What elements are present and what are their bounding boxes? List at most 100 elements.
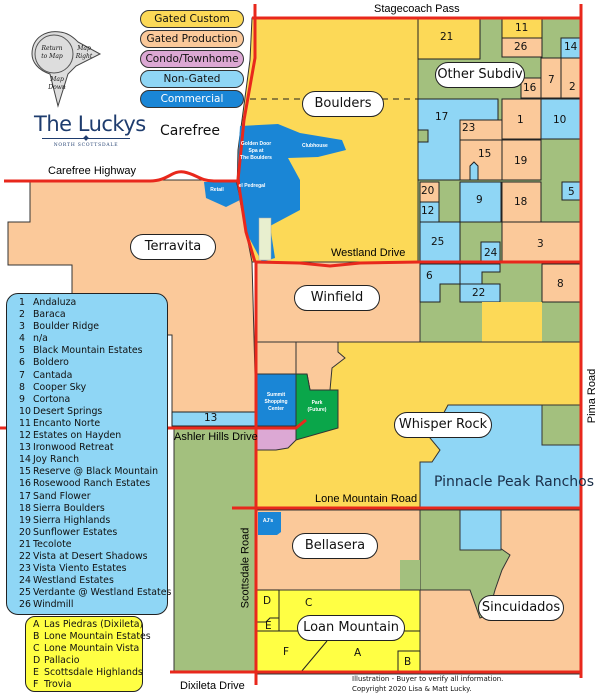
community-bellasera[interactable]: Bellasera xyxy=(292,533,378,559)
legend-gated-custom[interactable]: Gated Custom xyxy=(140,10,244,28)
parcel-12[interactable]: 12 xyxy=(421,205,435,217)
parcel-19-shape[interactable] xyxy=(501,139,542,181)
parcel-F[interactable]: F xyxy=(283,646,290,658)
zone-condo[interactable] xyxy=(255,427,297,451)
parcel-21[interactable]: 21 xyxy=(440,31,454,43)
community-winfield[interactable]: Winfield xyxy=(294,285,380,311)
parcel-6[interactable]: 6 xyxy=(426,270,433,282)
legend-non-gated[interactable]: Non-Gated xyxy=(140,70,244,88)
community-whisper-rock[interactable]: Whisper Rock xyxy=(394,412,492,438)
parcel-C[interactable]: C xyxy=(305,597,313,609)
parcel-15-shape[interactable] xyxy=(459,139,503,181)
parcel-26[interactable]: 26 xyxy=(514,41,528,53)
parcel-14[interactable]: 14 xyxy=(564,41,578,53)
parcel-15[interactable]: 15 xyxy=(478,148,492,160)
parcel-2[interactable]: 2 xyxy=(569,81,576,93)
parcel-9-shape[interactable] xyxy=(459,181,502,223)
label-clubhouse: Clubhouse xyxy=(302,143,328,149)
nav-return-to-map[interactable]: Return to Map xyxy=(37,45,67,61)
community-boulders[interactable]: Boulders xyxy=(302,91,384,117)
parcel-5[interactable]: 5 xyxy=(568,186,575,198)
parcel-19[interactable]: 19 xyxy=(514,155,528,167)
list-item-name: Las Piedras (Dixileta) xyxy=(44,619,144,630)
nav-map-down[interactable]: Map Down xyxy=(45,76,69,92)
zone-summit-commercial[interactable] xyxy=(255,373,297,427)
parcel-18[interactable]: 18 xyxy=(514,196,528,208)
community-terravita[interactable]: Terravita xyxy=(130,234,216,260)
parcel-22-shape[interactable] xyxy=(459,283,501,303)
parcel-16-shape[interactable] xyxy=(520,77,542,99)
parcel-1-shape[interactable] xyxy=(501,98,542,140)
parcel-7[interactable]: 7 xyxy=(548,74,555,86)
parcel-E[interactable]: E xyxy=(265,620,272,632)
parcel-13[interactable]: 13 xyxy=(204,412,218,424)
parcel-18-shape[interactable] xyxy=(501,181,542,223)
legend-commercial[interactable]: Commercial xyxy=(140,90,244,108)
parcel-A[interactable]: A xyxy=(354,647,362,659)
parcel-D[interactable]: D xyxy=(263,595,272,607)
zone-aj-commercial[interactable] xyxy=(258,512,281,535)
nav-map-right-1: Map xyxy=(77,45,91,52)
parcel-17[interactable]: 17 xyxy=(435,111,449,123)
parcel-8-shape[interactable] xyxy=(541,263,581,303)
parcel-25[interactable]: 25 xyxy=(431,236,445,248)
legend-gated-production[interactable]: Gated Production xyxy=(140,30,244,48)
parcel-8[interactable]: 8 xyxy=(557,278,564,290)
list-item-name: Baraca xyxy=(33,309,66,321)
community-other-subdiv[interactable]: Other Subdiv xyxy=(435,62,525,88)
parcel-B[interactable]: B xyxy=(404,656,412,668)
list-item-name: Sunflower Estates xyxy=(33,526,118,538)
zone-retail[interactable] xyxy=(204,182,240,207)
parcel-10-shape[interactable] xyxy=(540,98,581,140)
parcel-23[interactable]: 23 xyxy=(462,122,476,134)
parcel-11[interactable]: 11 xyxy=(515,22,529,34)
nav-map-right[interactable]: Map Right xyxy=(74,45,94,61)
parcel-9[interactable]: 9 xyxy=(476,194,483,206)
parcel-16[interactable]: 16 xyxy=(523,82,537,94)
parcel-10[interactable]: 10 xyxy=(553,114,567,126)
community-sincuidados[interactable]: Sincuidados xyxy=(478,595,564,621)
community-loan-mountain[interactable]: Loan Mountain xyxy=(297,615,405,641)
parcel-26-shape[interactable] xyxy=(501,37,543,58)
parcel-20[interactable]: 20 xyxy=(421,185,435,197)
parcel-24[interactable]: 24 xyxy=(484,247,498,259)
community-pinnacle-peak-ranchos[interactable]: Pinnacle Peak Ranchos xyxy=(434,474,594,490)
parcel-3[interactable]: 3 xyxy=(537,238,544,250)
list-item-name: Rosewood Ranch Estates xyxy=(33,478,151,490)
parcel-1[interactable]: 1 xyxy=(517,114,524,126)
legend-condo-townhome[interactable]: Condo/Townhome xyxy=(140,50,244,68)
parcel-22[interactable]: 22 xyxy=(472,287,486,299)
